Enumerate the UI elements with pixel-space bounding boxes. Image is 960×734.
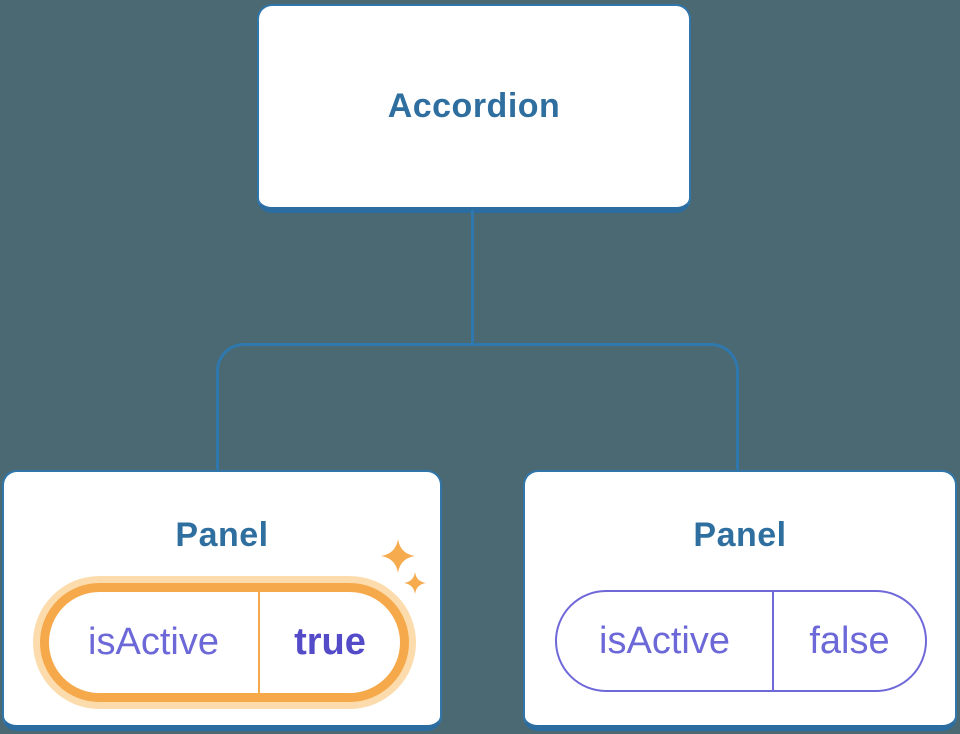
state-value: false <box>809 619 890 662</box>
state-pill-active: isActive true <box>40 583 409 702</box>
connector-branch <box>216 343 739 470</box>
accordion-node: Accordion <box>257 4 691 213</box>
accordion-node-label: Accordion <box>387 87 561 125</box>
state-value: true <box>294 621 366 663</box>
state-prop-label: isActive <box>88 621 219 663</box>
state-pill-divider <box>772 592 774 690</box>
panel-node-inactive: Panel isActive false <box>523 470 957 731</box>
connector-stem <box>471 210 474 345</box>
panel-node-active: Panel isActive true <box>2 470 442 731</box>
panel-title: Panel <box>693 516 787 554</box>
state-pill-inactive: isActive false <box>555 590 927 692</box>
state-pill-divider <box>258 592 260 693</box>
sparkle-icon <box>380 538 428 596</box>
state-prop-label: isActive <box>599 619 730 662</box>
panel-title: Panel <box>175 516 269 554</box>
